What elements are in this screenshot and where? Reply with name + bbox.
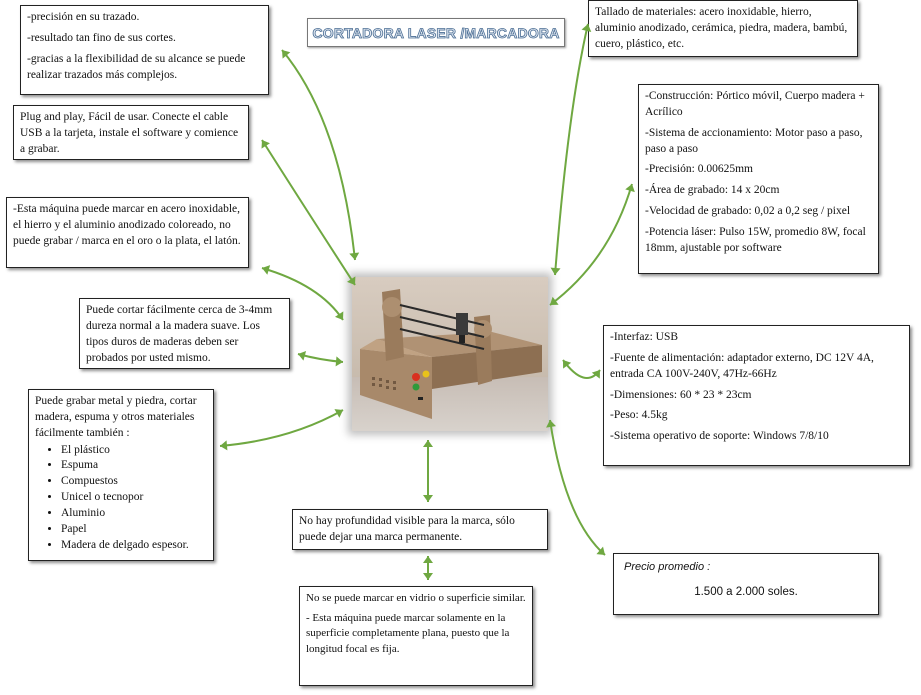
arrowhead <box>423 556 433 563</box>
arrowhead <box>596 546 605 555</box>
glass-line-2: - Esta máquina puede marcar solamente en… <box>306 612 510 655</box>
depth-box: No hay profundidad visible para la marca… <box>292 509 548 550</box>
arrow-plug <box>261 139 356 286</box>
spec-engraving-area: -Área de grabado: 14 x 20cm <box>645 184 780 197</box>
precision-line-1: -precisión en su trazado. <box>27 11 140 23</box>
spec-precision: -Precisión: 0.00625mm <box>645 163 753 176</box>
spec-construction: -Construcción: Pórtico móvil, Cuerpo mad… <box>645 90 865 118</box>
arrowhead <box>581 24 592 32</box>
arrowhead <box>423 440 433 447</box>
arrowhead <box>625 184 635 193</box>
arrow-precision <box>281 49 356 261</box>
arrowhead <box>346 276 356 285</box>
diagram-title: CORTADORA LASER /MARCADORA <box>307 18 565 47</box>
list-item: Unicel o tecnopor <box>61 490 207 506</box>
depth-text: No hay profundidad visible para la marca… <box>299 515 515 543</box>
spec-interface: -Interfaz: USB <box>610 331 679 343</box>
arrowhead <box>423 573 433 580</box>
price-value: 1.500 a 2.000 soles. <box>694 586 798 599</box>
arrow-metal <box>261 267 344 321</box>
spec-dimensions: -Dimensiones: 60 * 23 * 23cm <box>610 388 752 401</box>
glass-line-1: No se puede marcar en vidrio o superfici… <box>306 592 526 604</box>
spec-power-supply: -Fuente de alimentación: adaptador exter… <box>610 351 874 380</box>
arrowhead <box>550 267 561 275</box>
plug-and-play-box: Plug and play, Fácil de usar. Conecte el… <box>13 105 249 160</box>
arrowhead <box>335 356 343 367</box>
arrow-engraving <box>219 409 344 447</box>
carving-materials-box: Tallado de materiales: acero inoxidable,… <box>588 0 858 57</box>
price-label: Precio promedio : <box>624 561 711 573</box>
glass-box: No se puede marcar en vidrio o superfici… <box>299 586 533 686</box>
arrow-specs <box>549 183 633 306</box>
laser-cutter-photo <box>352 277 548 431</box>
precision-box: -precisión en su trazado. -resultado tan… <box>20 5 269 95</box>
precision-line-2: -resultado tan fino de sus cortes. <box>27 31 176 44</box>
arrowhead <box>262 265 271 275</box>
engraving-material-list: El plástico Espuma Compuestos Unicel o t… <box>35 443 207 554</box>
arrowhead <box>261 140 270 149</box>
arrow-price <box>549 419 606 556</box>
metal-marking-box: -Esta máquina puede marcar en acero inox… <box>6 197 249 268</box>
arrowhead <box>423 495 433 502</box>
specifications-box: -Construcción: Pórtico móvil, Cuerpo mad… <box>638 84 879 274</box>
plug-and-play-text: Plug and play, Fácil de usar. Conecte el… <box>20 111 239 155</box>
arrowhead <box>563 360 572 369</box>
list-item: Aluminio <box>61 506 207 522</box>
cutting-text: Puede cortar fácilmente cerca de 3-4mm d… <box>86 304 273 364</box>
price-box: Precio promedio : 1.500 a 2.000 soles. <box>613 553 879 615</box>
arrowhead <box>546 420 556 428</box>
engraving-intro: Puede grabar metal y piedra, cortar made… <box>35 395 197 439</box>
arrowhead <box>334 409 343 418</box>
spec-engraving-speed: -Velocidad de grabado: 0,02 a 0,2 seg / … <box>645 205 851 218</box>
cutting-box: Puede cortar fácilmente cerca de 3-4mm d… <box>79 298 290 369</box>
interface-box: -Interfaz: USB -Fuente de alimentación: … <box>603 325 910 466</box>
carving-materials-text: Tallado de materiales: acero inoxidable,… <box>595 6 848 50</box>
spec-laser-power: -Potencia láser: Pulso 15W, promedio 8W,… <box>645 226 866 254</box>
arrowhead <box>282 50 291 59</box>
list-item: Compuestos <box>61 474 207 490</box>
arrowhead <box>349 252 360 260</box>
arrowhead <box>334 311 344 320</box>
list-item: Papel <box>61 522 207 538</box>
list-item: El plástico <box>61 443 207 459</box>
precision-line-3: -gracias a la flexibilidad de su alcance… <box>27 52 246 81</box>
engraving-materials-box: Puede grabar metal y piedra, cortar made… <box>28 389 214 561</box>
list-item: Madera de delgado espesor. <box>61 538 207 554</box>
arrowhead <box>550 296 559 305</box>
arrowhead <box>220 440 228 451</box>
arrowhead <box>298 351 307 361</box>
metal-marking-text: -Esta máquina puede marcar en acero inox… <box>13 203 241 247</box>
spec-drive-system: -Sistema de accionamiento: Motor paso a … <box>645 126 863 155</box>
list-item: Espuma <box>61 458 207 474</box>
spec-operating-system: -Sistema operativo de soporte: Windows 7… <box>610 430 829 443</box>
laser-cutter-illustration <box>352 277 548 431</box>
spec-weight: -Peso: 4.5kg <box>610 409 668 422</box>
arrowhead <box>591 370 600 379</box>
arrow-carving <box>554 23 589 276</box>
